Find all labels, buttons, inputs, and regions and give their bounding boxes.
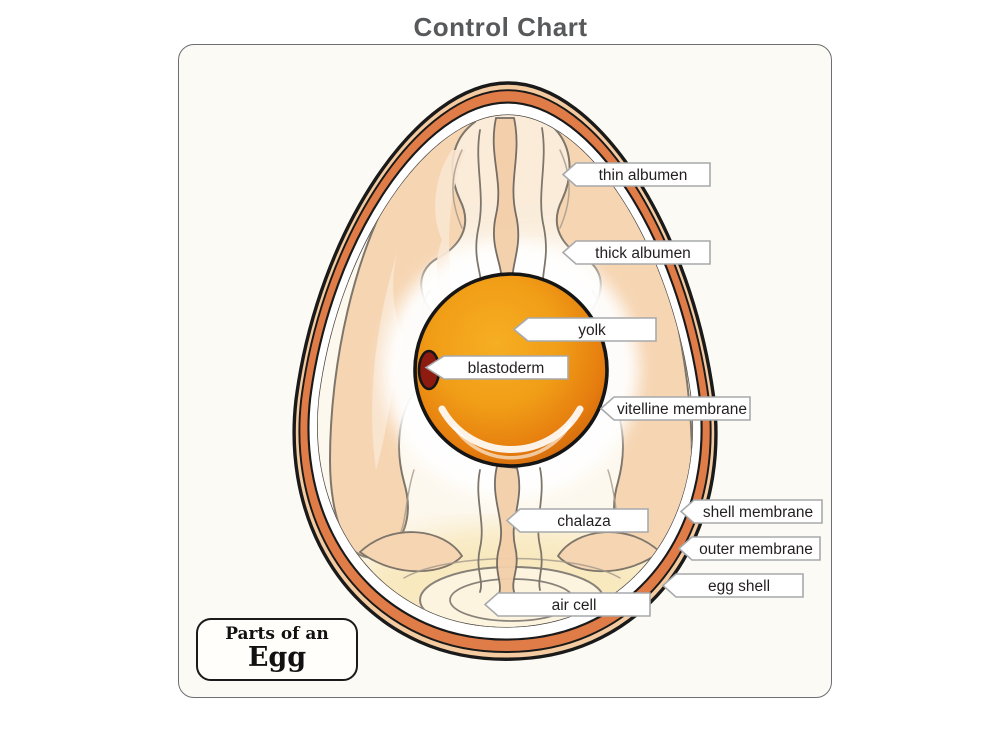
legend-box: Parts of an Egg	[196, 618, 358, 681]
callout-thick-albumen: thick albumen	[561, 240, 711, 265]
callout-text: egg shell	[708, 578, 770, 595]
callout-box	[505, 508, 649, 533]
callout-egg-shell: egg shell	[661, 573, 804, 598]
callout-box	[483, 592, 651, 617]
callout-thin-albumen: thin albumen	[561, 162, 711, 187]
callout-air-cell: air cell	[483, 592, 651, 617]
yolk-highlight-2	[453, 422, 572, 460]
callout-yolk: yolk	[512, 317, 657, 342]
callout-box	[512, 317, 657, 342]
thick-albumen-bottom-left	[358, 531, 464, 573]
callout-box	[679, 499, 823, 524]
chalaza-top	[475, 117, 547, 289]
callout-shell-membrane: shell membrane	[679, 499, 823, 524]
callout-text: thick albumen	[595, 245, 691, 262]
callout-text: blastoderm	[468, 360, 545, 377]
callout-box	[561, 162, 711, 187]
callout-text: shell membrane	[703, 504, 813, 521]
callout-box	[677, 536, 821, 561]
egg-illustration	[292, 81, 718, 661]
callout-text: chalaza	[557, 513, 611, 530]
callout-box	[561, 240, 711, 265]
callout-text: yolk	[578, 322, 606, 339]
legend-title-line2: Egg	[247, 642, 307, 674]
callout-blastoderm: blastoderm	[424, 355, 569, 380]
callout-text: air cell	[552, 597, 597, 614]
thick-albumen-bottom-right	[556, 531, 662, 573]
callout-vitelline-membrane: vitelline membrane	[599, 396, 751, 421]
legend-title-line1: Parts of an	[225, 624, 329, 645]
callout-text: outer membrane	[699, 541, 813, 558]
thick-albumen-left-highlight	[372, 150, 466, 470]
callout-outer-membrane: outer membrane	[677, 536, 821, 561]
page-title: Control Chart	[413, 12, 588, 42]
callout-text: vitelline membrane	[617, 401, 747, 418]
callout-text: thin albumen	[599, 167, 688, 184]
callout-box	[661, 573, 804, 598]
callout-box	[424, 355, 569, 380]
callout-chalaza: chalaza	[505, 508, 649, 533]
callout-box	[599, 396, 751, 421]
